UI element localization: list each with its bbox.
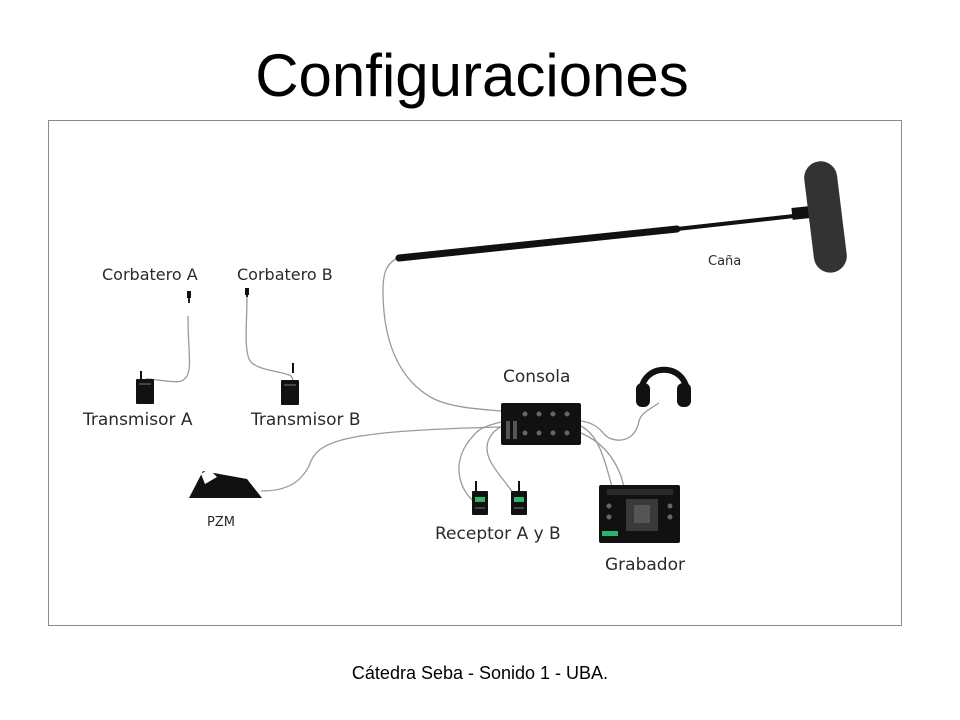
label-cana: Caña — [708, 254, 742, 269]
pzm-microphone — [189, 469, 262, 498]
receiver-b — [511, 481, 527, 515]
transmitter-a — [136, 371, 154, 404]
mixer — [501, 403, 581, 445]
cable-mixer-to-headphones — [580, 402, 660, 441]
boom-pole — [395, 161, 847, 273]
cable-lav-a-to-transmitter-a — [144, 315, 191, 386]
configuration-diagram — [136, 161, 847, 543]
cable-receiver-a-to-mixer — [458, 421, 502, 504]
label-receptor: Receptor A y B — [435, 524, 561, 544]
label-consola: Consola — [503, 367, 571, 387]
label-pzm: PZM — [207, 515, 235, 530]
cable-lav-b-to-transmitter-b — [245, 295, 294, 384]
headphones — [636, 366, 691, 407]
label-corbatero-a: Corbatero A — [102, 265, 198, 284]
cable-mixer-to-recorder-2 — [580, 432, 625, 488]
label-transmisor-a: Transmisor A — [83, 410, 193, 430]
lavalier-a — [187, 291, 191, 303]
recorder — [599, 485, 680, 543]
shotgun-microphone — [804, 161, 847, 273]
cables — [144, 256, 660, 504]
label-grabador: Grabador — [605, 555, 685, 575]
transmitter-b — [281, 363, 299, 405]
receiver-a — [472, 481, 488, 515]
lavalier-b — [245, 288, 249, 297]
label-transmisor-b: Transmisor B — [251, 410, 361, 430]
cable-receiver-b-to-mixer — [486, 425, 520, 504]
slide-title: Configuraciones — [255, 42, 689, 109]
cable-boom-to-mixer — [382, 256, 502, 412]
diagram-frame: Corbatero A Corbatero B Transmisor A Tra… — [48, 120, 902, 626]
footer-text: Cátedra Seba - Sonido 1 - UBA. — [351, 663, 609, 683]
cable-pzm-to-mixer — [260, 426, 502, 492]
label-corbatero-b: Corbatero B — [237, 265, 333, 284]
